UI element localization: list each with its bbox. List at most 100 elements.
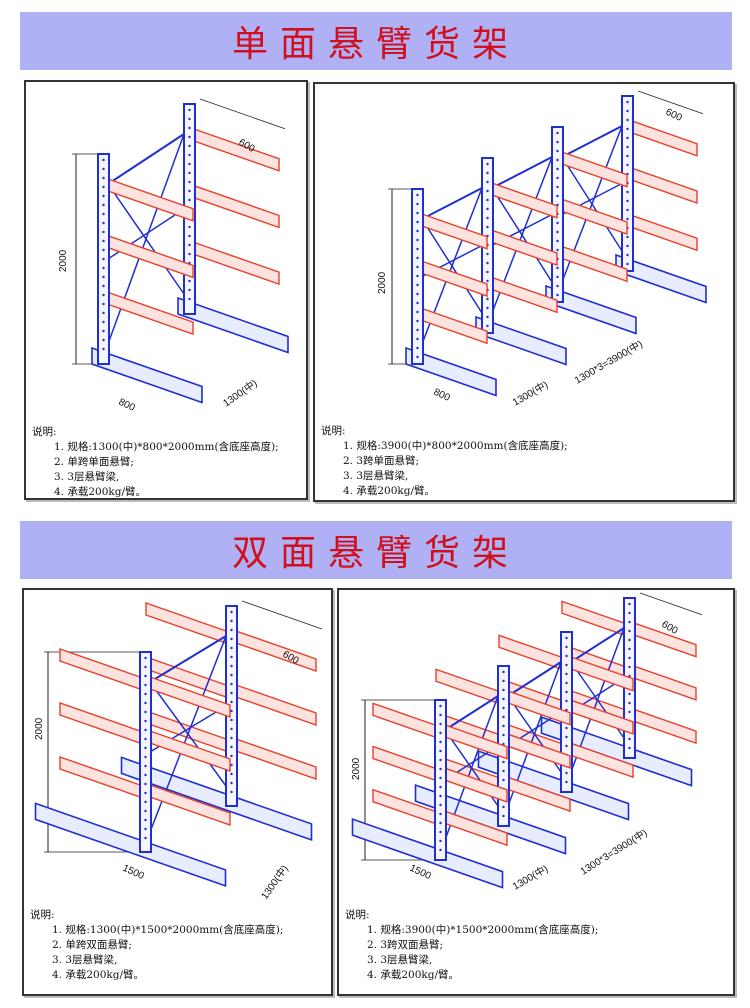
column-hole xyxy=(102,275,105,279)
column-hole xyxy=(230,610,233,614)
cantilever-arm xyxy=(193,128,280,172)
column-hole xyxy=(565,735,568,739)
column-hole xyxy=(416,193,419,197)
base-beam xyxy=(540,715,693,787)
column-hole xyxy=(102,248,105,252)
column-hole xyxy=(628,701,631,705)
column-hole xyxy=(628,620,631,624)
column-hole xyxy=(102,266,105,270)
column-hole xyxy=(626,145,629,149)
note-item: 3. 3层悬臂梁, xyxy=(54,471,120,483)
column-hole xyxy=(102,176,105,180)
cantilever-arm xyxy=(235,738,317,780)
column-hole xyxy=(486,261,489,265)
column-hole xyxy=(556,149,559,153)
column-hole xyxy=(626,163,629,167)
column-hole xyxy=(416,238,419,242)
column-hole xyxy=(502,778,505,782)
column-hole xyxy=(502,706,505,710)
column-hole xyxy=(102,347,105,351)
cantilever-arm xyxy=(633,708,697,745)
dim-span: 1300(中) xyxy=(510,378,550,409)
notes-title: 说明: xyxy=(30,909,55,921)
column-hole xyxy=(439,812,442,816)
cantilever-arm xyxy=(372,702,436,738)
cantilever-arm xyxy=(631,120,698,157)
column-hole xyxy=(144,818,147,822)
rack-shapes xyxy=(351,592,703,889)
notes: 说明: 1. 规格:1300(中)*800*2000mm(含底座高度); 2. … xyxy=(32,425,279,500)
column-hole xyxy=(230,709,233,713)
column-hole xyxy=(416,202,419,206)
column-hole xyxy=(486,306,489,310)
column-hole xyxy=(565,699,568,703)
column-hole xyxy=(144,746,147,750)
column-hole xyxy=(144,755,147,759)
column-hole xyxy=(486,198,489,202)
column-hole xyxy=(188,162,191,166)
column-hole xyxy=(230,772,233,776)
notes: 说明: 1. 规格:3900(中)*1500*2000mm(含底座高度); 2.… xyxy=(345,908,598,983)
column-hole xyxy=(188,288,191,292)
column-hole xyxy=(102,212,105,216)
column-hole xyxy=(144,728,147,732)
column-hole xyxy=(556,293,559,297)
dim-depth: 800 xyxy=(117,397,137,414)
column-hole xyxy=(556,185,559,189)
column-hole xyxy=(102,329,105,333)
cantilever-arm xyxy=(633,665,697,701)
column-hole xyxy=(144,773,147,777)
note-item: 2. 单跨双面悬臂; xyxy=(52,939,132,951)
rack-drawing: 600 2000 800 1300(中) xyxy=(58,98,289,414)
column-hole xyxy=(486,162,489,166)
base-beam xyxy=(91,346,203,404)
column-hole xyxy=(416,265,419,269)
column-hole xyxy=(486,207,489,211)
column-hole xyxy=(626,190,629,194)
column-hole xyxy=(486,315,489,319)
column-hole xyxy=(502,697,505,701)
column-hole xyxy=(102,203,105,207)
column-hole xyxy=(439,839,442,843)
column-hole xyxy=(565,744,568,748)
column-hole xyxy=(102,230,105,234)
upright-column xyxy=(139,651,152,853)
column-hole xyxy=(230,691,233,695)
column-hole xyxy=(144,836,147,840)
column-hole xyxy=(230,646,233,650)
column-hole xyxy=(556,167,559,171)
column-hole xyxy=(626,253,629,257)
column-hole xyxy=(439,776,442,780)
column-hole xyxy=(565,771,568,775)
column-hole xyxy=(416,319,419,323)
notes: 说明: 1. 规格:3900(中)*800*2000mm(含底座高度); 2. … xyxy=(321,424,568,499)
column-hole xyxy=(144,710,147,714)
base-beam xyxy=(34,802,227,888)
column-hole xyxy=(628,665,631,669)
column-hole xyxy=(502,715,505,719)
column-hole xyxy=(628,692,631,696)
column-hole xyxy=(628,656,631,660)
dimension-line xyxy=(637,90,704,115)
column-hole xyxy=(416,310,419,314)
column-hole xyxy=(188,117,191,121)
cantilever-arm xyxy=(193,184,280,229)
notes-title: 说明: xyxy=(32,426,57,438)
cantilever-arm xyxy=(59,702,141,744)
dim-depth: 800 xyxy=(432,387,452,404)
column-hole xyxy=(626,127,629,131)
column-hole xyxy=(628,638,631,642)
cantilever-arm xyxy=(421,260,488,297)
column-hole xyxy=(230,655,233,659)
column-hole xyxy=(439,731,442,735)
brace xyxy=(149,635,227,683)
cantilever-arm xyxy=(235,630,317,672)
column-hole xyxy=(565,690,568,694)
column-hole xyxy=(102,302,105,306)
column-hole xyxy=(144,683,147,687)
note-item: 1. 规格:3900(中)*800*2000mm(含底座高度); xyxy=(343,440,568,452)
column-hole xyxy=(144,665,147,669)
column-hole xyxy=(439,848,442,852)
column-hole xyxy=(439,821,442,825)
column-hole xyxy=(439,803,442,807)
